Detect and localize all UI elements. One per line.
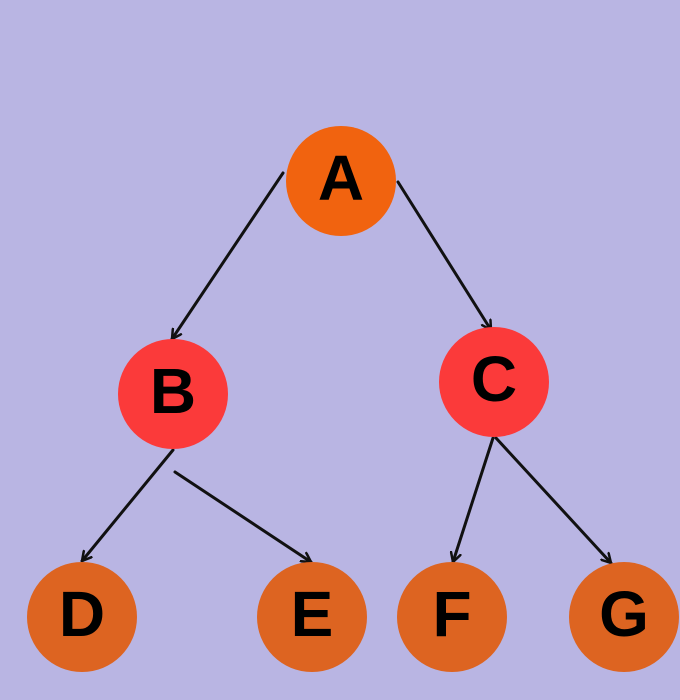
node-c-label: C [471,343,517,415]
node-c-circle [439,327,549,437]
nodes: A B C D E F G [27,126,679,672]
node-d-label: D [59,578,105,650]
node-a: A [286,126,396,236]
node-b-label: B [150,355,196,427]
node-d-circle [27,562,137,672]
node-a-circle [286,126,396,236]
node-f-label: F [432,578,471,650]
node-f: F [397,562,507,672]
node-g-circle [569,562,679,672]
node-g-label: G [599,578,649,650]
edge-b-to-e [173,470,313,564]
edge-c-to-f [453,436,495,564]
node-c: C [439,327,549,437]
edge-c-to-g [494,436,613,565]
node-g: G [569,562,679,672]
edge-a-to-b [170,171,285,341]
node-d: D [27,562,137,672]
node-e-circle [257,562,367,672]
node-e-label: E [291,578,334,650]
node-f-circle [397,562,507,672]
node-b: B [118,339,228,449]
edges [80,171,613,565]
edge-b-to-d [80,448,175,563]
node-b-circle [118,339,228,449]
node-a-label: A [318,142,364,214]
node-e: E [257,562,367,672]
edge-a-to-c [396,180,493,332]
